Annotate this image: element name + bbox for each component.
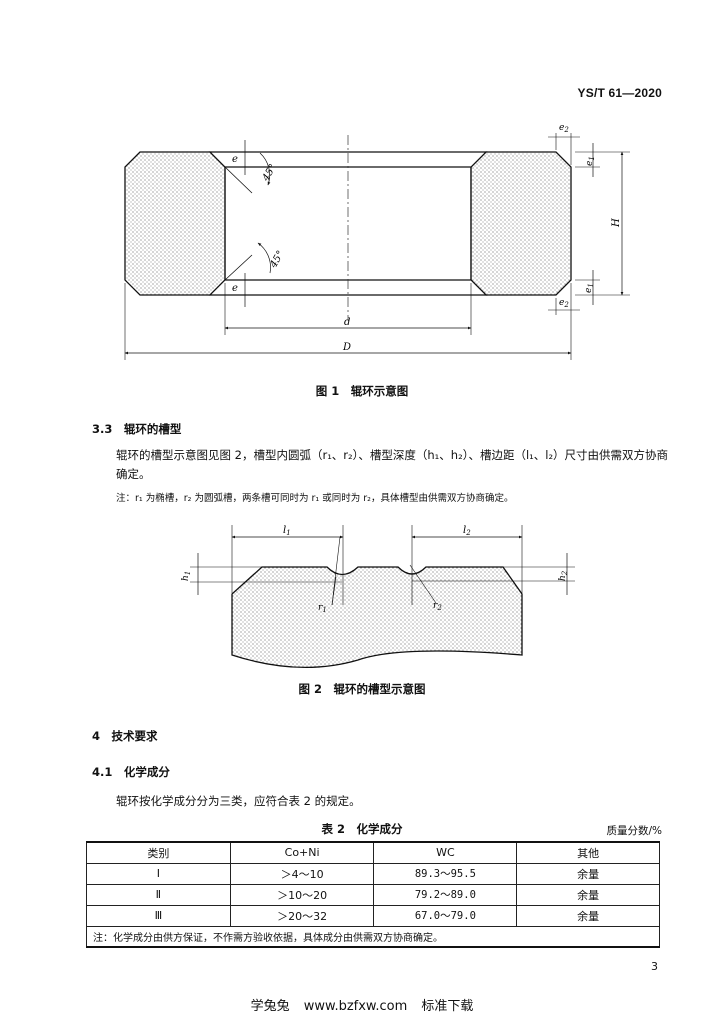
standard-code: YS/T 61—2020 [577, 86, 662, 100]
table-row: Ⅰ ＞4～10 89.3～95.5 余量 [86, 862, 660, 885]
e-label-bottom: e [232, 283, 238, 294]
table-note: 注：化学成分由供方保证，不作需方验收依据，具体成分由供需双方协商确定。 [86, 925, 660, 948]
column-header: WC [373, 841, 518, 864]
table-cell: 余量 [516, 862, 660, 885]
table-cell: ＞10～20 [229, 883, 375, 906]
table-note-row: 注：化学成分由供方保证，不作需方验收依据，具体成分由供需双方协商确定。 [86, 925, 660, 948]
section-4-1-paragraph: 辊环按化学成分分为三类，应符合表 2 的规定。 [116, 794, 361, 808]
h1-label: h1 [181, 571, 192, 581]
column-header: 类别 [86, 841, 231, 864]
column-header: 其他 [516, 841, 660, 864]
table-row: Ⅱ ＞10～20 79.2～89.0 余量 [86, 883, 660, 906]
table-cell: 79.2～89.0 [373, 883, 518, 906]
r2-label: r2 [433, 601, 442, 612]
table-cell: 89.3～95.5 [373, 862, 518, 885]
table-cell: 67.0～79.0 [373, 904, 518, 927]
table-header-row: 类别 Co+Ni WC 其他 [86, 841, 660, 864]
table-cell: ＞4～10 [229, 862, 375, 885]
table-cell: 余量 [516, 883, 660, 906]
r1-label: r1 [318, 603, 327, 614]
footer-watermark: 学兔兔 www.bzfxw.com 标准下载 [0, 995, 724, 1014]
table-cell: 余量 [516, 904, 660, 927]
D-label: D [342, 342, 351, 353]
table-cell: Ⅰ [86, 862, 231, 885]
figure-1-caption: 图 1 辊环示意图 [315, 384, 409, 398]
section-3-3-heading: 3.3 辊环的槽型 [92, 422, 182, 436]
e1-label-bottom: e1 [584, 283, 595, 293]
footer-tagline: 标准下载 [421, 999, 474, 1014]
column-header: Co+Ni [229, 841, 375, 864]
section-4-1-heading: 4.1 化学成分 [92, 765, 170, 779]
e2-label-bottom: e2 [559, 298, 569, 309]
e-label-top: e [232, 154, 238, 165]
table-row: Ⅲ ＞20～32 67.0～79.0 余量 [86, 904, 660, 927]
figure-2-caption: 图 2 辊环的槽型示意图 [298, 682, 426, 696]
h2-label: h2 [558, 570, 569, 581]
roll-ring-outline [124, 151, 572, 296]
table-2-title: 表 2 化学成分 [321, 822, 403, 836]
table-2-unit: 质量分数/% [606, 825, 662, 837]
chemical-composition-table: 类别 Co+Ni WC 其他 Ⅰ ＞4～10 89.3～95.5 余量 Ⅱ ＞1… [86, 841, 660, 948]
footer-url[interactable]: www.bzfxw.com [303, 999, 408, 1014]
l2-label: l2 [463, 525, 471, 537]
H-label: H [611, 218, 622, 228]
left-hatched-section [124, 151, 226, 296]
section-3-3-paragraph: 辊环的槽型示意图见图 2，槽型内圆弧（r₁、r₂）、槽型深度（h₁、h₂）、槽边… [116, 448, 669, 481]
e1-label-top: e1 [585, 156, 596, 166]
figure-1-roll-ring-diagram: 45° 45° e e e2 e1 e1 e2 H d D [124, 123, 630, 360]
right-hatched-section [470, 151, 572, 296]
table-cell: Ⅲ [86, 904, 231, 927]
l1-label: l1 [283, 525, 291, 537]
figure-2-groove-diagram: l1 l2 h1 h2 r1 r2 [181, 525, 575, 669]
section-3-3-note: 注：r₁ 为椭槽，r₂ 为圆弧槽，两条槽可同时为 r₁ 或同时为 r₂，具体槽型… [116, 493, 514, 504]
page-number: 3 [651, 960, 658, 973]
footer-site-name: 学兔兔 [250, 999, 290, 1014]
groove-profile [231, 566, 523, 669]
section-4-heading: 4 技术要求 [92, 729, 158, 743]
e2-label-top: e2 [559, 123, 569, 134]
d-label: d [344, 317, 350, 328]
table-cell: Ⅱ [86, 883, 231, 906]
table-cell: ＞20～32 [229, 904, 375, 927]
